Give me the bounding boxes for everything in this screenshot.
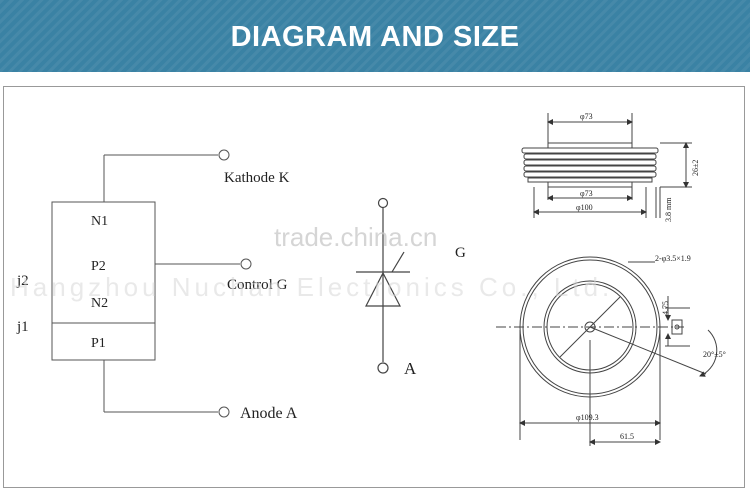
dim-angle: 20°±5° bbox=[703, 350, 726, 359]
dim-top-diameter: φ73 bbox=[580, 112, 593, 121]
layer-p2-label: P2 bbox=[91, 259, 106, 274]
layer-n1-label: N1 bbox=[91, 214, 108, 229]
layer-p1-label: P1 bbox=[91, 336, 106, 351]
watermark-company: Hangzhou Nuchan Electronics Co., Ltd. bbox=[10, 272, 613, 302]
dim-inner-diameter: φ73 bbox=[580, 189, 593, 198]
junction-j1-label: j1 bbox=[16, 319, 29, 335]
layer-n2-label: N2 bbox=[91, 296, 108, 311]
dim-height: 26±2 bbox=[691, 160, 700, 176]
layer-structure bbox=[51, 149, 252, 418]
side-view bbox=[521, 113, 692, 218]
dim-outer-diameter: φ100 bbox=[576, 203, 593, 212]
symbol-gate-label: G bbox=[455, 245, 466, 261]
banner-title: DIAGRAM AND SIZE bbox=[230, 21, 520, 53]
junction-j2-label: j2 bbox=[16, 273, 29, 289]
thyristor-symbol bbox=[356, 197, 410, 374]
dim-flange: 3.8 mm bbox=[664, 197, 673, 222]
dim-holes: 2-φ3.5×1.9 bbox=[655, 254, 691, 263]
symbol-anode-label: A bbox=[404, 359, 417, 378]
dim-radius: 61.5 bbox=[620, 432, 634, 441]
title-banner: DIAGRAM AND SIZE bbox=[0, 0, 750, 72]
dim-offset: 4.75 bbox=[661, 301, 670, 315]
control-label: Control G bbox=[227, 277, 288, 293]
watermark-trade: trade.china.cn bbox=[274, 222, 437, 252]
dim-plan-diameter: φ109.3 bbox=[576, 413, 599, 422]
anode-label: Anode A bbox=[240, 405, 298, 422]
plan-view bbox=[496, 256, 718, 446]
kathode-label: Kathode K bbox=[224, 170, 290, 186]
diagram-panel bbox=[3, 86, 745, 488]
